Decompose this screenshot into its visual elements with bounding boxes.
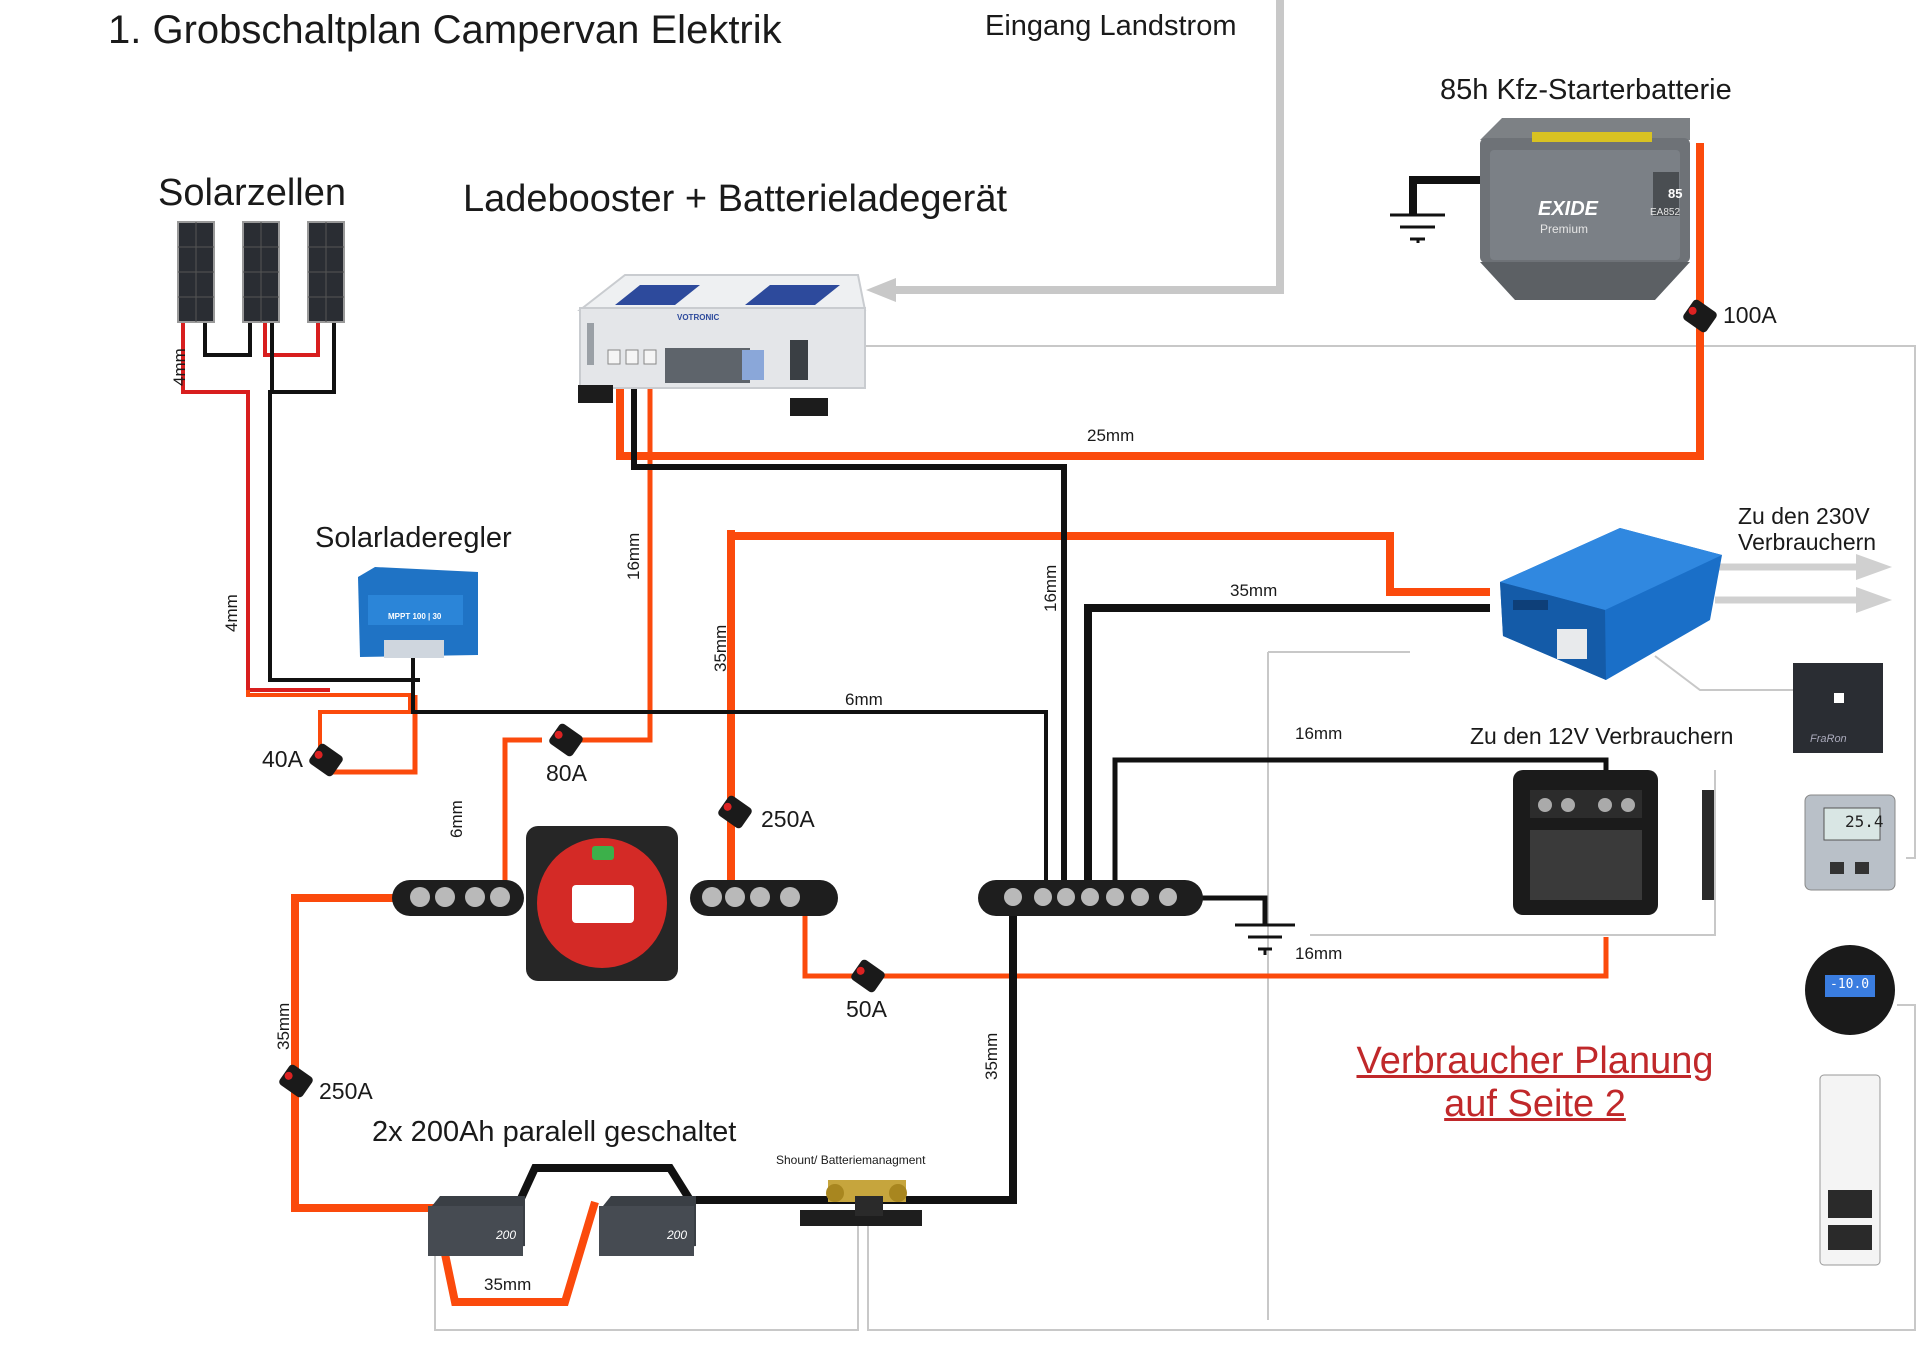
planning-link[interactable]: Verbraucher Planung auf Seite 2 — [1340, 1040, 1730, 1126]
lithium-batteries — [428, 1196, 696, 1256]
cable-label-battery-plus: 35mm — [274, 1002, 293, 1050]
cable-label-booster-out: 16mm — [624, 532, 643, 580]
battery-switch — [392, 826, 838, 981]
shore-power-arrow — [866, 278, 896, 302]
to-230v-label-2: Verbrauchern — [1738, 529, 1877, 555]
cable-label-controller-fuse: 6mm — [447, 800, 466, 838]
positive-cables — [291, 143, 1704, 1306]
solar-panel-2 — [242, 221, 280, 323]
fuse-label-solar: 40A — [262, 746, 303, 772]
ground-symbols — [1235, 213, 1445, 955]
diagram-title: 1. Grobschaltplan Campervan Elektrik — [108, 8, 782, 52]
cable-label-battery-bridge: 35mm — [484, 1275, 532, 1294]
cable-label-controller-feed: 4mm — [222, 594, 241, 632]
fuse-block — [1513, 770, 1714, 915]
side-panels — [1793, 663, 1896, 1266]
negative-cables — [411, 176, 1609, 1207]
cable-label-inverter-plus: 35mm — [711, 624, 730, 672]
cable-label-fuse-block-neg: 16mm — [1295, 724, 1343, 743]
shore-power-label: Eingang Landstrom — [985, 10, 1237, 42]
solar-panels-label: Solarzellen — [158, 172, 346, 214]
booster-charger-label: Ladebooster + Batterieladegerät — [463, 178, 1008, 220]
starter-battery-label: 85h Kfz-Starterbatterie — [1440, 74, 1732, 106]
shunt — [800, 1180, 922, 1226]
fuse-label-starter: 100A — [1723, 302, 1777, 328]
planning-link-line1[interactable]: Verbraucher Planung — [1356, 1040, 1714, 1082]
planning-link-line2[interactable]: auf Seite 2 — [1444, 1083, 1626, 1125]
cable-label-shunt-line: 35mm — [982, 1032, 1001, 1080]
negative-bus-bar — [978, 880, 1203, 916]
solar-panels — [177, 221, 345, 323]
starter-battery — [1480, 118, 1690, 300]
cable-label-controller-neg: 6mm — [845, 690, 883, 709]
cable-label-panel-leads: 4mm — [170, 348, 189, 386]
ac-output-arrows — [1715, 554, 1892, 613]
shore-power-line — [888, 0, 1284, 294]
lithium-capacity-1: 200 — [496, 1228, 517, 1242]
fuse-label-inverter: 250A — [761, 806, 815, 832]
fuse-label-battery: 250A — [319, 1078, 373, 1104]
mppt-model: MPPT 100 | 30 — [388, 612, 442, 621]
cable-label-ground-bus: 16mm — [1295, 944, 1343, 963]
solar-panel-1 — [177, 221, 215, 323]
solar-leads — [181, 322, 420, 760]
cable-label-inverter-minus: 35mm — [1230, 581, 1278, 600]
batteries-label: 2x 200Ah paralell geschaltet — [372, 1116, 737, 1148]
booster-brand: VOTRONIC — [677, 313, 720, 322]
solar-panel-3 — [307, 221, 345, 323]
signal-lines — [434, 345, 1916, 1331]
cable-label-booster-starter: 25mm — [1087, 426, 1135, 445]
display-value: 25.4 — [1845, 812, 1884, 831]
solar-controller-label: Solarladeregler — [315, 522, 512, 554]
to-12v-label: Zu den 12V Verbrauchern — [1470, 723, 1734, 749]
battery-model: EA852 — [1650, 207, 1681, 218]
lithium-capacity-2: 200 — [667, 1228, 688, 1242]
shunt-label: Shount/ Batteriemanagment — [776, 1153, 926, 1167]
panel-brand: FraRon — [1810, 733, 1847, 745]
battery-capacity: 85 — [1668, 186, 1683, 201]
battery-brand: EXIDE — [1538, 198, 1599, 220]
cable-label-ground-booster: 16mm — [1041, 564, 1060, 612]
monitor-value: -10.0 — [1830, 977, 1870, 992]
inverter — [1500, 528, 1722, 680]
booster-charger — [577, 274, 867, 416]
fuse-label-booster: 80A — [546, 760, 587, 786]
to-230v-label-1: Zu den 230V — [1738, 503, 1870, 529]
battery-sub: Premium — [1540, 222, 1589, 236]
solar-controller — [358, 567, 478, 658]
fuse-label-fuse-block: 50A — [846, 996, 887, 1022]
